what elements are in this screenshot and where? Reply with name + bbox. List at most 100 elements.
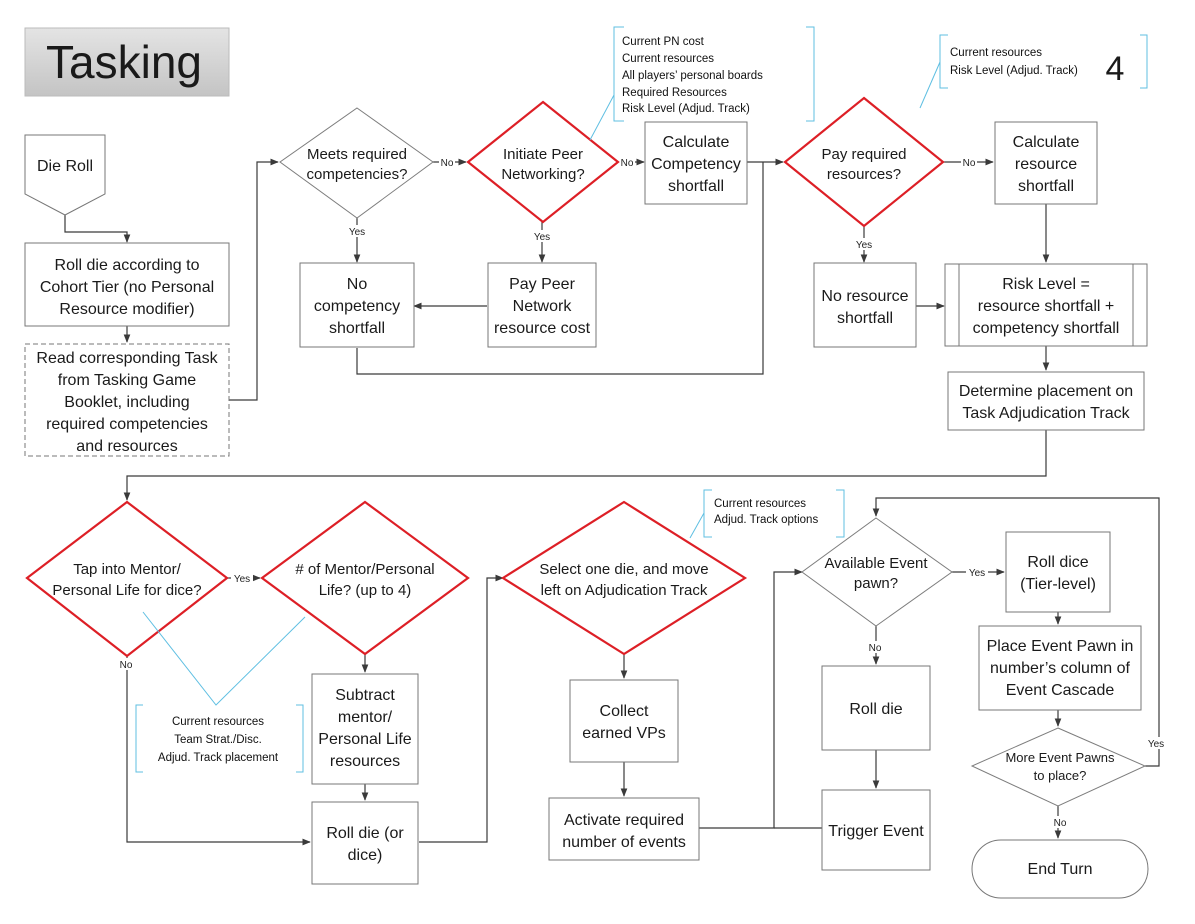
label-no-meets: No: [441, 158, 454, 169]
svg-text:Roll die: Roll die: [849, 701, 902, 718]
svg-text:shortfall: shortfall: [1018, 178, 1074, 195]
initiate-peer-decision: Initiate Peer Networking?: [466, 100, 620, 224]
svg-text:Pay required: Pay required: [821, 146, 906, 163]
subtract-mentor-node: Subtract mentor/ Personal Life resources: [311, 673, 419, 785]
roll-die-dice-node: Roll die (or dice): [311, 801, 419, 885]
svg-text:number’s column of: number’s column of: [990, 660, 1130, 677]
pay-note: Current resources Risk Level (Adjud. Tra…: [919, 34, 1148, 109]
svg-text:Trigger Event: Trigger Event: [828, 823, 924, 840]
svg-text:Read corresponding Task: Read corresponding Task: [36, 350, 218, 367]
select-die-decision: Select one die, and move left on Adjudic…: [500, 500, 748, 656]
activate-events-node: Activate required number of events: [548, 797, 700, 861]
svg-text:Available Event: Available Event: [824, 555, 928, 572]
svg-text:Risk Level (Adjud. Track): Risk Level (Adjud. Track): [622, 103, 750, 115]
place-pawn-node: Place Event Pawn in number’s column of E…: [978, 625, 1142, 711]
svg-text:Adjud. Track options: Adjud. Track options: [714, 514, 818, 526]
svg-text:Task Adjudication Track: Task Adjudication Track: [962, 405, 1130, 422]
label-no-tap: No: [120, 660, 133, 671]
svg-text:Meets required: Meets required: [307, 146, 407, 163]
svg-text:Roll die (or: Roll die (or: [326, 825, 404, 842]
svg-text:Activate required: Activate required: [564, 812, 684, 829]
die-roll-label: Die Roll: [37, 158, 93, 175]
svg-text:Life? (up to 4): Life? (up to 4): [319, 582, 412, 599]
edge-labels: No Yes No Yes No Yes Yes No Yes No Yes N…: [118, 156, 1167, 829]
svg-text:Networking?: Networking?: [501, 166, 584, 183]
svg-text:mentor/: mentor/: [338, 709, 393, 726]
svg-text:shortfall: shortfall: [837, 310, 893, 327]
svg-text:Current PN cost: Current PN cost: [622, 36, 705, 48]
title-box: Tasking: [24, 27, 230, 97]
svg-text:Current resources: Current resources: [622, 53, 714, 65]
svg-text:Roll die according to: Roll die according to: [55, 257, 200, 274]
svg-text:number of events: number of events: [562, 834, 686, 851]
label-yes-initiate: Yes: [534, 232, 550, 243]
svg-text:Pay Peer: Pay Peer: [509, 276, 575, 293]
svg-text:shortfall: shortfall: [329, 320, 385, 337]
svg-text:No: No: [347, 276, 368, 293]
svg-text:No resource: No resource: [821, 288, 908, 305]
svg-text:resources?: resources?: [827, 166, 901, 183]
svg-text:Resource modifier): Resource modifier): [59, 301, 194, 318]
roll-die-event-node: Roll die: [821, 665, 931, 751]
more-pawns-decision: More Event Pawns to place?: [970, 727, 1147, 807]
end-turn-node: End Turn: [971, 839, 1149, 899]
die-roll-node: Die Roll: [24, 134, 106, 216]
svg-text:resource shortfall +: resource shortfall +: [978, 298, 1115, 315]
svg-text:Current resources: Current resources: [172, 716, 264, 728]
svg-text:Network: Network: [513, 298, 573, 315]
determine-placement-node: Determine placement on Task Adjudication…: [947, 371, 1145, 431]
label-yes-pay: Yes: [856, 240, 872, 251]
svg-text:competencies?: competencies?: [307, 166, 408, 183]
svg-text:resources: resources: [330, 753, 400, 770]
svg-text:Cohort Tier (no Personal: Cohort Tier (no Personal: [40, 279, 214, 296]
svg-text:(Tier-level): (Tier-level): [1020, 576, 1096, 593]
svg-text:Tap into Mentor/: Tap into Mentor/: [73, 561, 181, 578]
svg-text:required competencies: required competencies: [46, 416, 208, 433]
svg-text:Determine placement on: Determine placement on: [959, 383, 1133, 400]
roll-die-tier-node: Roll die according to Cohort Tier (no Pe…: [24, 242, 230, 327]
svg-text:and resources: and resources: [76, 438, 177, 455]
svg-text:Initiate Peer: Initiate Peer: [503, 146, 583, 163]
svg-text:left on Adjudication Track: left on Adjudication Track: [541, 582, 708, 599]
label-no-available: No: [869, 643, 882, 654]
svg-text:Personal Life for dice?: Personal Life for dice?: [52, 582, 201, 599]
collect-vps-node: Collect earned VPs: [569, 679, 679, 763]
label-yes-available: Yes: [969, 568, 985, 579]
svg-text:shortfall: shortfall: [668, 178, 724, 195]
svg-text:Adjud. Track placement: Adjud. Track placement: [158, 752, 279, 764]
pay-resources-decision: Pay required resources?: [783, 96, 945, 228]
svg-text:resource cost: resource cost: [494, 320, 591, 337]
mentor-note: Current resources Team Strat./Disc. Adju…: [135, 611, 306, 773]
calc-resource-node: Calculate resource shortfall: [994, 121, 1098, 205]
roll-dice-tier-node: Roll dice (Tier-level): [1005, 531, 1111, 613]
svg-text:Risk Level =: Risk Level =: [1002, 276, 1090, 293]
svg-text:Personal Life: Personal Life: [318, 731, 411, 748]
svg-text:Place Event Pawn in: Place Event Pawn in: [987, 638, 1134, 655]
page-title: Tasking: [46, 36, 202, 88]
pay-peer-node: Pay Peer Network resource cost: [487, 262, 597, 348]
calc-competency-node: Calculate Competency shortfall: [644, 121, 748, 205]
svg-text:Select one die, and move: Select one die, and move: [539, 561, 708, 578]
read-task-node: Read corresponding Task from Tasking Gam…: [24, 343, 230, 457]
svg-text:Calculate: Calculate: [663, 134, 730, 151]
svg-text:Required Resources: Required Resources: [622, 87, 727, 99]
num-mentor-decision: # of Mentor/Personal Life? (up to 4): [260, 500, 470, 656]
trigger-event-node: Trigger Event: [821, 789, 931, 871]
svg-text:earned VPs: earned VPs: [582, 725, 666, 742]
svg-text:Competency: Competency: [651, 156, 741, 173]
svg-text:Current resources: Current resources: [950, 47, 1042, 59]
tap-mentor-decision: Tap into Mentor/ Personal Life for dice?: [25, 500, 229, 658]
risk-level-node: Risk Level = resource shortfall + compet…: [944, 263, 1148, 347]
svg-text:Roll dice: Roll dice: [1027, 554, 1088, 571]
svg-text:resource: resource: [1015, 156, 1077, 173]
svg-text:competency shortfall: competency shortfall: [973, 320, 1120, 337]
svg-text:Risk Level (Adjud. Track): Risk Level (Adjud. Track): [950, 65, 1078, 77]
svg-text:Collect: Collect: [600, 703, 649, 720]
label-no-more: No: [1054, 818, 1067, 829]
svg-text:Calculate: Calculate: [1013, 134, 1080, 151]
svg-text:competency: competency: [314, 298, 400, 315]
label-yes-tap: Yes: [234, 574, 250, 585]
svg-text:More Event Pawns: More Event Pawns: [1005, 750, 1115, 765]
svg-text:End Turn: End Turn: [1028, 861, 1093, 878]
